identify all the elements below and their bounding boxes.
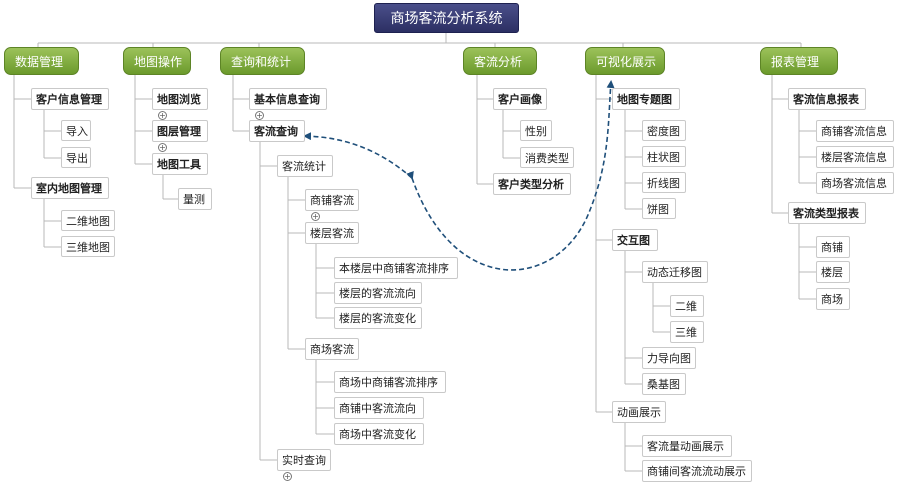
node-customer-info-management[interactable]: 客户信息管理 [31,88,109,110]
node-customer-type-analysis[interactable]: 客户类型分析 [493,173,571,195]
node-floor-flow-item[interactable]: 楼层的客流变化 [334,307,422,329]
node-map-browse[interactable]: 地图浏览 [152,88,208,110]
node-type-report-item[interactable]: 商场 [816,288,850,310]
node-flow-query[interactable]: 客流查询 [249,120,305,142]
node-floor-flow[interactable]: 楼层客流 [305,222,359,244]
node-flow-info-report[interactable]: 客流信息报表 [788,88,866,110]
node-thematic-item[interactable]: 饼图 [642,198,676,219]
category-query-statistics[interactable]: 查询和统计 [220,47,305,75]
node-map-tools[interactable]: 地图工具 [152,153,208,175]
node-animation-item[interactable]: 商铺间客流流动展示 [642,460,752,482]
expand-icon[interactable]: + [158,111,167,120]
node-animation-item[interactable]: 客流量动画展示 [642,435,732,457]
root-title[interactable]: 商场客流分析系统 [374,3,519,33]
node-mall-flow[interactable]: 商场客流 [305,338,359,360]
node-basic-info-query[interactable]: 基本信息查询 [249,88,327,110]
node-migration-3d[interactable]: 三维 [670,321,704,343]
node-dynamic-migration[interactable]: 动态迁移图 [642,261,708,283]
node-migration-2d[interactable]: 二维 [670,295,704,317]
node-force-directed[interactable]: 力导向图 [642,347,696,369]
node-thematic-item[interactable]: 折线图 [642,172,686,193]
node-animation[interactable]: 动画展示 [612,401,666,423]
node-interactive-chart[interactable]: 交互图 [612,229,658,251]
node-thematic-item[interactable]: 密度图 [642,120,686,141]
node-export[interactable]: 导出 [61,147,91,168]
node-consumption-type[interactable]: 消费类型 [520,147,574,168]
node-indoor-map-management[interactable]: 室内地图管理 [31,177,109,199]
node-flow-type-report[interactable]: 客流类型报表 [788,202,866,224]
node-shop-flow[interactable]: 商铺客流 [305,189,359,211]
node-flow-statistics[interactable]: 客流统计 [277,155,333,177]
category-data-management[interactable]: 数据管理 [4,47,79,75]
node-gender[interactable]: 性别 [520,120,552,141]
node-floor-flow-item[interactable]: 本楼层中商铺客流排序 [334,257,458,279]
node-type-report-item[interactable]: 商铺 [816,236,850,258]
node-thematic-map[interactable]: 地图专题图 [612,88,680,110]
expand-icon[interactable]: + [255,111,264,120]
expand-icon[interactable]: + [158,143,167,152]
node-mall-flow-item[interactable]: 商场中商铺客流排序 [334,371,446,393]
node-layer-management[interactable]: 图层管理 [152,120,208,142]
node-floor-flow-item[interactable]: 楼层的客流流向 [334,282,422,304]
expand-icon[interactable]: + [311,212,320,221]
node-mall-flow-item[interactable]: 商铺中客流流向 [334,397,424,419]
node-import[interactable]: 导入 [61,120,91,141]
node-3d-map[interactable]: 三维地图 [61,236,115,257]
node-measure[interactable]: 量测 [178,188,212,210]
category-visualization[interactable]: 可视化展示 [585,47,665,75]
category-flow-analysis[interactable]: 客流分析 [463,47,537,75]
node-info-report-item[interactable]: 商铺客流信息 [816,120,894,142]
node-sankey[interactable]: 桑基图 [642,373,686,395]
expand-icon[interactable]: + [283,472,292,481]
node-info-report-item[interactable]: 商场客流信息 [816,172,894,194]
node-type-report-item[interactable]: 楼层 [816,261,850,283]
node-info-report-item[interactable]: 楼层客流信息 [816,146,894,168]
category-report-management[interactable]: 报表管理 [760,47,838,75]
category-map-operations[interactable]: 地图操作 [123,47,191,75]
link-arrow [406,80,615,271]
node-customer-portrait[interactable]: 客户画像 [493,88,547,110]
node-realtime-query[interactable]: 实时查询 [277,449,331,471]
node-2d-map[interactable]: 二维地图 [61,210,115,231]
node-thematic-item[interactable]: 柱状图 [642,146,686,167]
node-mall-flow-item[interactable]: 商场中客流变化 [334,423,424,445]
